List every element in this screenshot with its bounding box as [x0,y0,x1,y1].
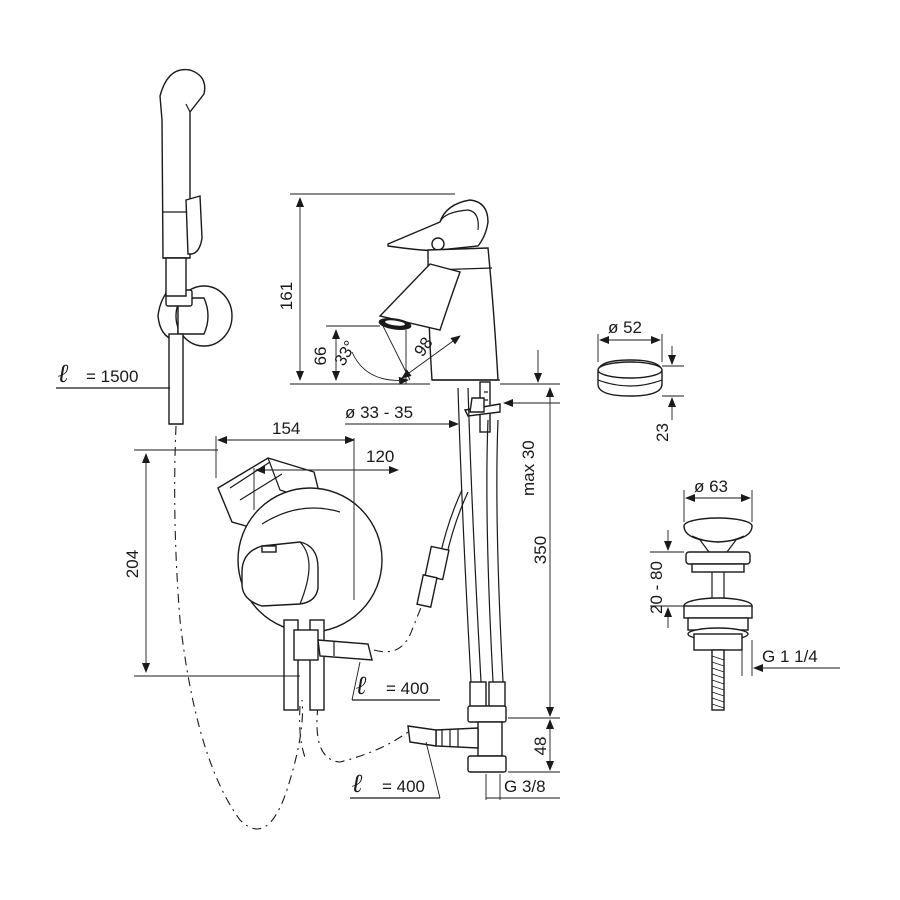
connection-length-label-1: ℓ = 400 [351,661,440,701]
angle-valve-icon [407,705,507,773]
waste-diameter-value: ø 63 [694,477,728,496]
connection-length-label-2: ℓ = 400 [350,741,441,799]
waste-range-value: 20 - 80 [647,561,666,614]
waste-diameter-dimension: ø 63 [683,477,753,522]
cap-diameter-dimension: ø 52 [597,318,663,362]
connection-length-value-2: = 400 [382,777,425,796]
spout-height-value: 66 [311,347,330,366]
waste-range-dimension: 20 - 80 [647,530,684,628]
hose-length-label: ℓ = 1500 [56,359,170,389]
waste-thread-dimension: G 1 1/4 [741,640,840,676]
max-deck-value: max 30 [519,440,538,496]
thermostat-width-value: 154 [272,419,300,438]
connection-path-2 [316,705,409,763]
pop-up-waste-icon [683,517,753,711]
valve-height-value: 48 [531,737,550,756]
thermostat-depth-dimension: 120 [253,438,399,600]
ell-symbol-2: ℓ [356,671,367,700]
cap-height-dimension: 23 [653,346,684,442]
ell-symbol-3: ℓ [352,769,363,798]
supply-hoses [457,387,506,709]
connection-length-value-1: = 400 [386,679,429,698]
cap-diameter-value: ø 52 [608,318,642,337]
hole-diameter-value: ø 33 - 35 [345,403,413,422]
ell-symbol: ℓ [58,359,69,388]
valve-thread-dimension: G 3/8 [485,774,560,800]
connection-path-3 [299,705,307,761]
valve-height-dimension: 48 [508,719,560,773]
waste-thread-value: G 1 1/4 [762,647,818,666]
cap-icon [597,359,663,397]
hand-shower-icon [157,68,233,425]
vertical-350-dimension: 350 [508,387,560,719]
thermostat-depth-value: 120 [366,447,394,466]
cap-height-value: 23 [653,423,672,442]
max-deck-dimension: max 30 [500,350,560,496]
thermostat-width-dimension: 154 [215,419,355,478]
basin-mixer-icon [378,199,501,433]
valve-thread-value: G 3/8 [504,777,546,796]
thermostat-height-dimension: 204 [123,449,300,677]
spout-height-dimension: 66 [311,325,380,381]
vertical-350-value: 350 [531,536,550,564]
connection-path-1 [373,589,429,653]
spout-angle-value: 33° [331,337,360,369]
faucet-height-value: 161 [277,282,296,310]
hole-diameter-dimension: ø 33 - 35 [345,399,560,428]
thermostat-height-value: 204 [123,550,142,578]
hose-length-value: = 1500 [86,367,138,386]
thermostat-connector-hose [416,489,469,608]
thermostat-icon [217,457,383,711]
